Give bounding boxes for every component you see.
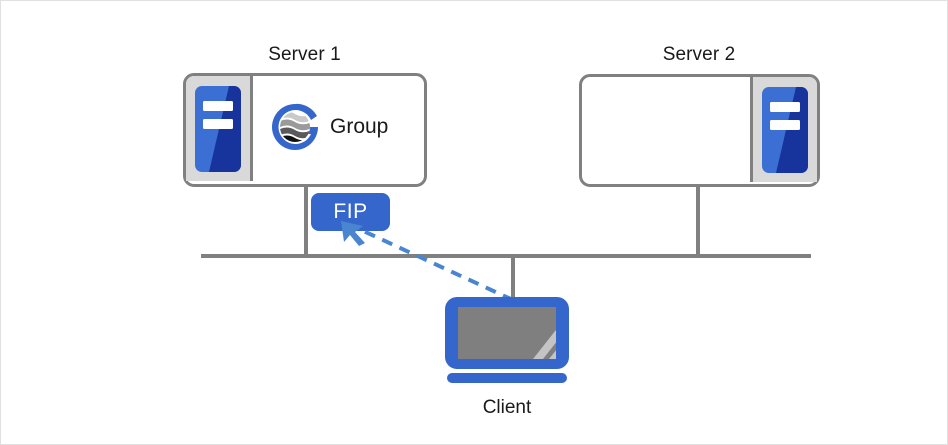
server-icon [762, 86, 808, 173]
connector-network-bus [201, 254, 811, 258]
server1-box[interactable]: Group [183, 73, 427, 187]
fip-label: FIP [333, 200, 368, 223]
connector-server1-drop [304, 185, 308, 256]
server2-box[interactable] [579, 74, 820, 187]
server-icon [195, 85, 241, 172]
group-logo-icon [272, 103, 318, 150]
laptop-icon[interactable] [441, 295, 573, 383]
client-title: Client [482, 397, 532, 418]
group-label: Group [330, 115, 389, 138]
server2-icon-panel [750, 77, 817, 182]
server1-title: Server 1 [268, 44, 341, 65]
fip-badge[interactable]: FIP [311, 193, 390, 231]
group-row: Group [270, 102, 388, 152]
connector-server2-drop [696, 185, 700, 256]
server2-title: Server 2 [662, 44, 736, 65]
server1-icon-panel [186, 76, 253, 181]
connector-client-drop [511, 256, 515, 300]
